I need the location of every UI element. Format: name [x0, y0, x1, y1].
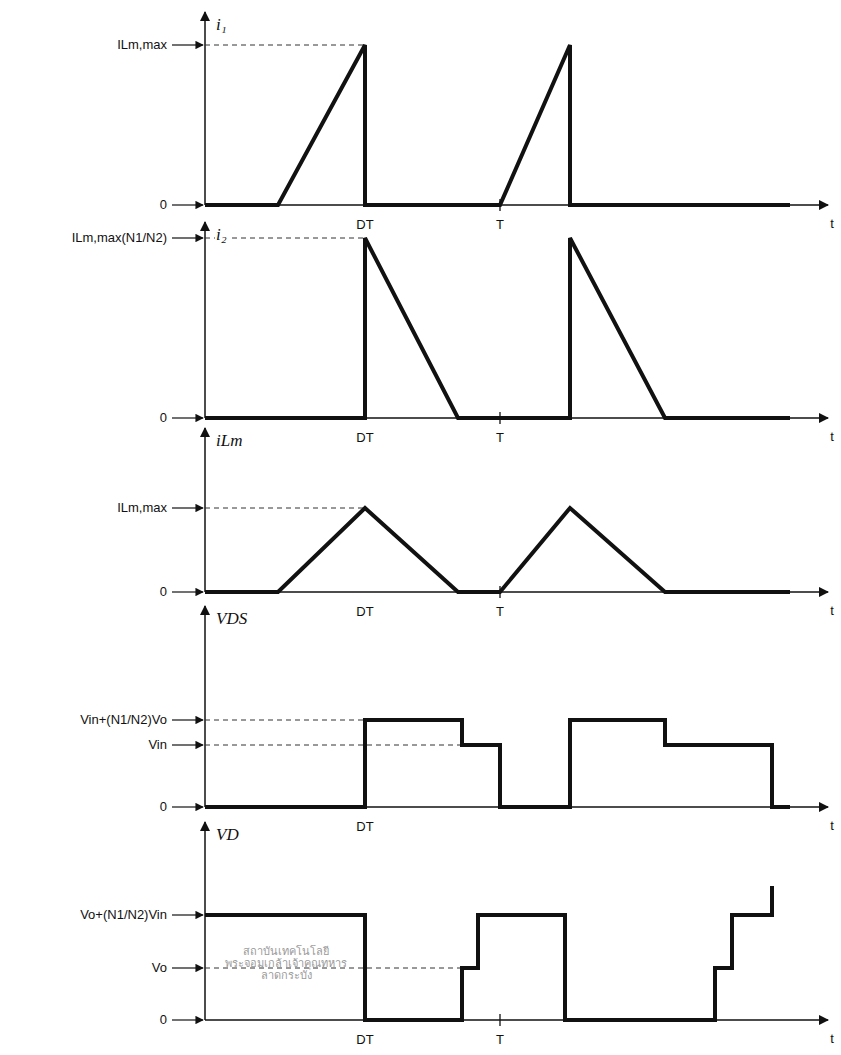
time-label: T — [495, 605, 505, 619]
level-dash — [205, 45, 365, 46]
level-pointer — [172, 967, 203, 968]
level-pointer — [172, 507, 203, 508]
y-axis — [204, 12, 206, 205]
level-label: ILm,max — [116, 38, 168, 52]
waveform — [205, 45, 790, 205]
level-label: ILm,max — [116, 501, 168, 515]
y-axis — [204, 428, 206, 592]
plot-panel — [172, 606, 828, 807]
axis-name: i₂ — [215, 226, 228, 245]
level-label: Vo+(N1/N2)Vin — [79, 908, 168, 922]
level-dash — [205, 720, 365, 721]
axis-name: i₁ — [215, 16, 228, 35]
level-pointer — [172, 237, 203, 238]
time-label: DT — [355, 218, 374, 232]
zero-pointer — [172, 417, 203, 418]
time-label: DT — [355, 820, 374, 834]
time-label: t — [829, 430, 835, 444]
level-label: Vin+(N1/N2)Vo — [79, 713, 168, 727]
waveform — [205, 886, 772, 1020]
level-label: ILm,max(N1/N2) — [71, 231, 168, 245]
level-label: 0 — [159, 1013, 168, 1027]
time-label: T — [495, 1033, 505, 1047]
level-label: Vin — [147, 738, 168, 752]
time-axis — [205, 1019, 828, 1021]
level-dash — [205, 745, 462, 746]
waveform — [205, 238, 790, 418]
level-label: 0 — [159, 411, 168, 425]
axis-name: iLm — [215, 432, 243, 451]
time-label: DT — [355, 431, 374, 445]
level-pointer — [172, 744, 203, 745]
watermark: สถาบันเทคโนโลยีพระจอมเกล้าเจ้าคุณทหารลาด… — [215, 945, 357, 981]
y-axis — [204, 606, 206, 807]
time-label: DT — [355, 605, 374, 619]
zero-pointer — [172, 1019, 203, 1020]
level-dash — [205, 508, 365, 509]
zero-pointer — [172, 806, 203, 807]
plot-panel — [172, 428, 828, 598]
level-label: 0 — [159, 585, 168, 599]
time-label: T — [495, 431, 505, 445]
plot-panel — [172, 12, 828, 211]
zero-pointer — [172, 591, 203, 592]
time-label: t — [829, 1032, 835, 1046]
level-label: 0 — [159, 800, 168, 814]
y-axis — [204, 822, 206, 1020]
level-pointer — [172, 719, 203, 720]
axis-name: VDS — [215, 610, 248, 629]
plot-panel — [172, 822, 828, 1026]
level-pointer — [172, 44, 203, 45]
period-tick — [499, 1014, 500, 1026]
axis-name: VD — [215, 826, 240, 845]
plot-panel — [172, 222, 828, 424]
level-label: Vo — [151, 961, 168, 975]
time-label: t — [829, 217, 835, 231]
level-label: 0 — [159, 198, 168, 212]
time-label: T — [495, 218, 505, 232]
level-dash — [205, 238, 365, 239]
y-axis — [204, 222, 206, 418]
waveform — [205, 720, 790, 807]
level-pointer — [172, 914, 203, 915]
time-label: t — [829, 819, 835, 833]
waveform — [205, 508, 790, 592]
time-label: t — [829, 604, 835, 618]
time-label: DT — [355, 1033, 374, 1047]
zero-pointer — [172, 204, 203, 205]
